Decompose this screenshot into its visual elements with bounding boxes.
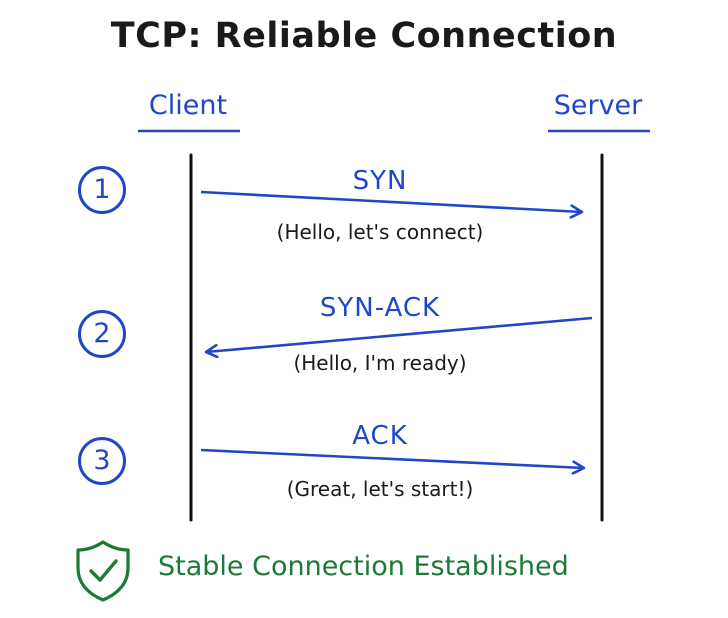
step-3-badge: 3 <box>78 437 126 485</box>
shield-check-icon <box>76 540 130 602</box>
syn-label: SYN <box>352 166 408 196</box>
syn-ack-arrow <box>206 316 593 352</box>
ack-arrow <box>200 448 584 468</box>
ack-description: (Great, let's start!) <box>286 477 474 501</box>
diagram-title: TCP: Reliable Connection <box>110 16 618 56</box>
syn-description: (Hello, let's connect) <box>276 220 484 244</box>
syn-ack-description: (Hello, I'm ready) <box>293 351 467 375</box>
step-2-badge: 2 <box>78 310 126 358</box>
server-label: Server <box>553 90 643 121</box>
syn-arrow <box>200 190 582 212</box>
connection-status: Stable Connection Established <box>158 551 569 582</box>
syn-ack-label: SYN-ACK <box>319 293 441 323</box>
step-1-badge: 1 <box>78 166 126 214</box>
client-label: Client <box>148 90 228 121</box>
ack-label: ACK <box>352 421 408 451</box>
